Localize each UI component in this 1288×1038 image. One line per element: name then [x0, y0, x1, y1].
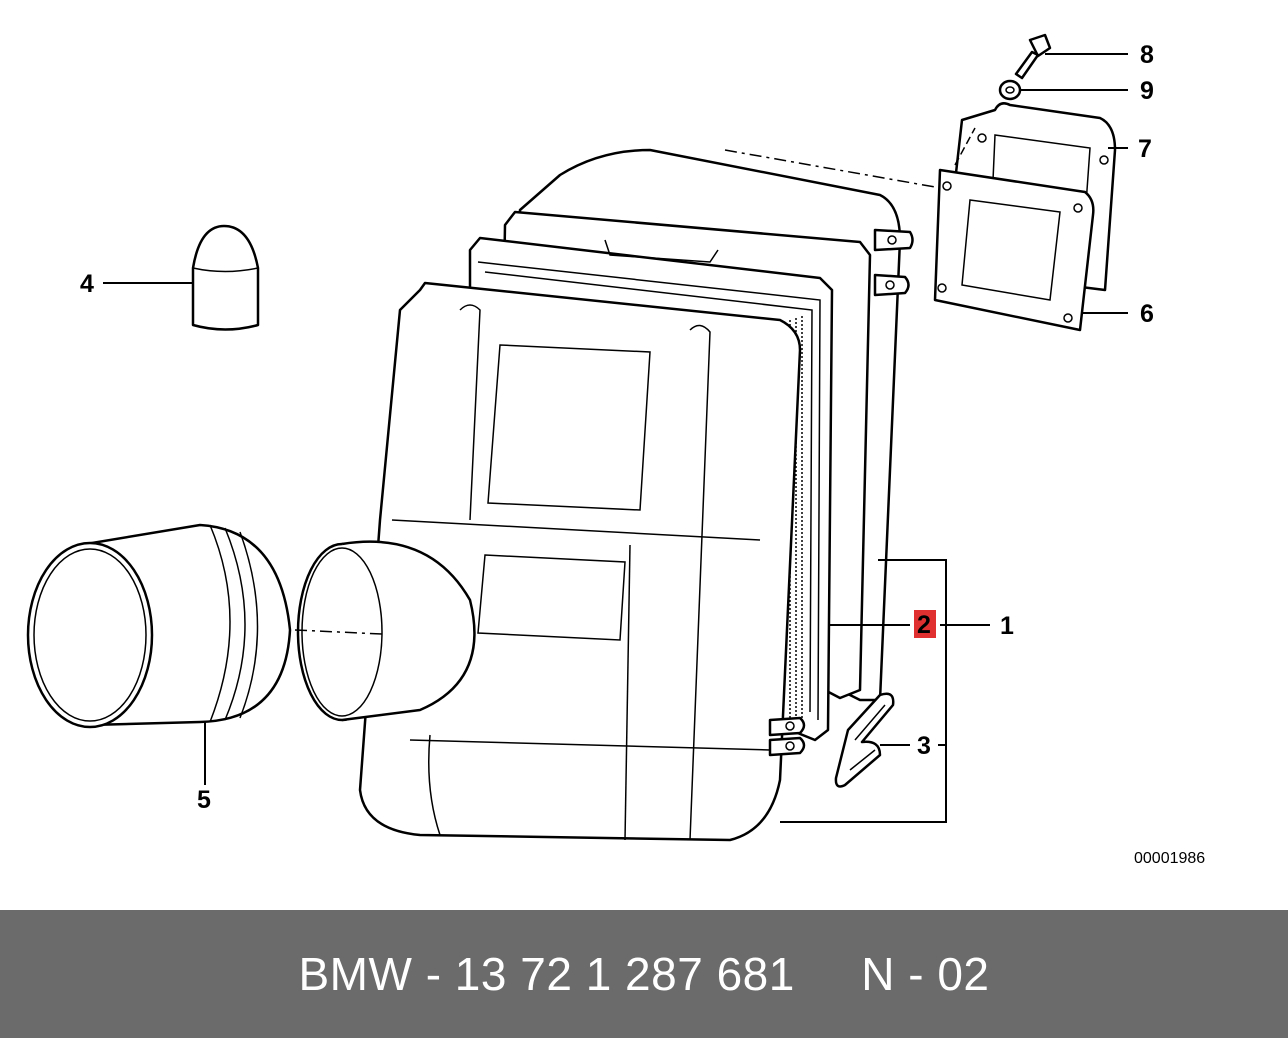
callout-7[interactable]: 7	[1138, 135, 1152, 163]
washer	[998, 79, 1022, 101]
housing-intake-mouth	[296, 540, 476, 722]
highlight-box	[914, 610, 936, 638]
intake-boot	[26, 523, 292, 729]
parts-diagram: 1 2 3 4 5 6 7 8 9 00001986	[26, 33, 1205, 867]
part-number-caption: BMW - 13 72 1 287 681 N - 02	[298, 948, 990, 1000]
cap	[191, 224, 260, 331]
callout-6[interactable]: 6	[1140, 300, 1154, 328]
callout-2[interactable]: 2	[917, 611, 931, 639]
callout-1[interactable]: 1	[1000, 612, 1014, 640]
air-filter-housing	[358, 148, 914, 842]
footer-bar: BMW - 13 72 1 287 681 N - 02	[0, 910, 1288, 1038]
callout-3[interactable]: 3	[917, 732, 931, 760]
callout-5[interactable]: 5	[197, 786, 211, 814]
assembly-lines	[294, 127, 976, 635]
callout-4[interactable]: 4	[80, 270, 94, 298]
diagram-reference-number: 00001986	[1134, 850, 1205, 867]
clip	[834, 692, 895, 788]
callout-9[interactable]: 9	[1140, 77, 1154, 105]
bolt	[1014, 33, 1052, 80]
callout-8[interactable]: 8	[1140, 41, 1154, 69]
leader-lines	[103, 53, 1128, 823]
adapter-plate	[933, 168, 1095, 332]
